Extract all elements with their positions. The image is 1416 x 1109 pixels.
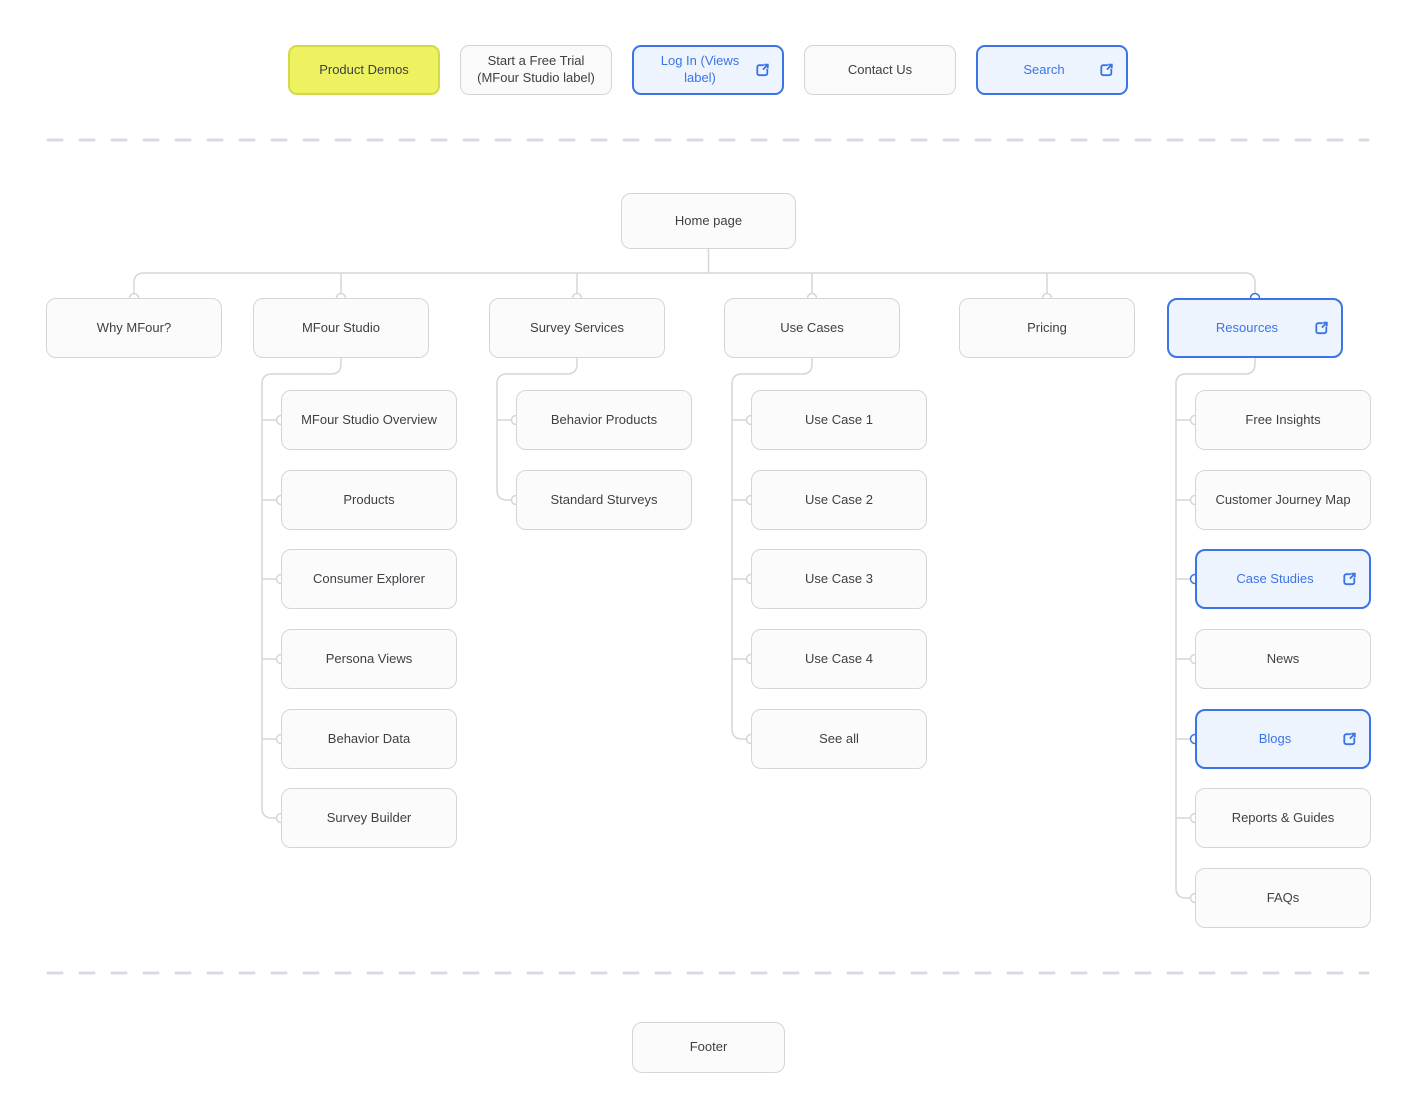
sitemap-node-case-studies-label: Case Studies [1236,570,1314,586]
sitemap-node-survey-services-label: Survey Services [530,319,624,335]
toolbar-button-contact-us[interactable]: Contact Us [804,45,956,95]
sitemap-node-consumer-explorer[interactable]: Consumer Explorer [281,549,457,609]
sitemap-node-resources[interactable]: Resources [1167,298,1343,358]
sitemap-node-products-label: Products [343,491,395,507]
sitemap-node-home-label: Home page [674,212,743,228]
sitemap-node-survey-builder[interactable]: Survey Builder [281,788,457,848]
sitemap-node-use-case-3-label: Use Case 3 [805,570,873,586]
sitemap-node-faqs-label: FAQs [1266,889,1300,905]
sitemap-node-persona-views-label: Persona Views [325,650,413,666]
sitemap-node-use-case-4[interactable]: Use Case 4 [751,629,927,689]
sitemap-node-mfour-studio-overview-label: MFour Studio Overview [301,411,437,427]
sitemap-node-products[interactable]: Products [281,470,457,530]
sitemap-node-use-case-2[interactable]: Use Case 2 [751,470,927,530]
toolbar-button-search[interactable]: Search [976,45,1128,95]
toolbar-button-product-demos[interactable]: Product Demos [288,45,440,95]
sitemap-node-pricing[interactable]: Pricing [959,298,1135,358]
sitemap-node-pricing-label: Pricing [1027,319,1067,335]
sitemap-node-home[interactable]: Home page [621,193,796,249]
sitemap-node-mfour-studio[interactable]: MFour Studio [253,298,429,358]
toolbar-button-start-free-trial[interactable]: Start a Free Trial (MFour Studio label) [460,45,612,95]
sitemap-node-free-insights-label: Free Insights [1245,411,1321,427]
sitemap-node-customer-journey-map-label: Customer Journey Map [1215,491,1351,507]
sitemap-node-reports-guides-label: Reports & Guides [1231,809,1335,825]
sitemap-node-footer-label: Footer [689,1039,728,1055]
external-link-icon [1314,321,1329,336]
sitemap-node-behavior-products[interactable]: Behavior Products [516,390,692,450]
toolbar-button-log-in[interactable]: Log In (Views label) [632,45,784,95]
sitemap-node-case-studies[interactable]: Case Studies [1195,549,1371,609]
sitemap-node-see-all-label: See all [819,730,859,746]
external-link-icon [755,63,770,78]
sitemap-node-use-case-2-label: Use Case 2 [805,491,873,507]
sitemap-node-faqs[interactable]: FAQs [1195,868,1371,928]
sitemap-node-blogs[interactable]: Blogs [1195,709,1371,769]
sitemap-node-why-mfour[interactable]: Why MFour? [46,298,222,358]
sitemap-node-persona-views[interactable]: Persona Views [281,629,457,689]
sitemap-node-consumer-explorer-label: Consumer Explorer [313,570,425,586]
toolbar-button-start-free-trial-label: Start a Free Trial (MFour Studio label) [477,53,595,85]
sitemap-node-footer[interactable]: Footer [632,1022,785,1073]
sitemap-node-news-label: News [1266,650,1300,666]
sitemap-node-standard-sturveys[interactable]: Standard Sturveys [516,470,692,530]
sitemap-node-behavior-data-label: Behavior Data [327,730,411,746]
sitemap-node-behavior-data[interactable]: Behavior Data [281,709,457,769]
external-link-icon [1099,63,1114,78]
sitemap-node-resources-label: Resources [1215,319,1279,335]
sitemap-node-free-insights[interactable]: Free Insights [1195,390,1371,450]
toolbar-button-contact-us-label: Contact Us [847,61,913,77]
sitemap-node-use-cases[interactable]: Use Cases [724,298,900,358]
sitemap-node-mfour-studio-label: MFour Studio [301,319,381,335]
sitemap-node-use-cases-label: Use Cases [780,319,844,335]
sitemap-node-use-case-1[interactable]: Use Case 1 [751,390,927,450]
sitemap-node-news[interactable]: News [1195,629,1371,689]
sitemap-node-survey-builder-label: Survey Builder [326,809,412,825]
sitemap-node-use-case-3[interactable]: Use Case 3 [751,549,927,609]
sitemap-node-reports-guides[interactable]: Reports & Guides [1195,788,1371,848]
sitemap-node-survey-services[interactable]: Survey Services [489,298,665,358]
toolbar-button-log-in-label: Log In (Views label) [660,53,740,85]
sitemap-node-standard-sturveys-label: Standard Sturveys [550,491,658,507]
sitemap-node-behavior-products-label: Behavior Products [550,411,658,427]
sitemap-node-use-case-4-label: Use Case 4 [805,650,873,666]
external-link-icon [1342,732,1357,747]
toolbar-button-search-label: Search [1023,61,1065,77]
sitemap-node-see-all[interactable]: See all [751,709,927,769]
toolbar-button-product-demos-label: Product Demos [319,61,409,77]
sitemap-node-customer-journey-map[interactable]: Customer Journey Map [1195,470,1371,530]
sitemap-node-why-mfour-label: Why MFour? [96,319,172,335]
external-link-icon [1342,572,1357,587]
sitemap-node-use-case-1-label: Use Case 1 [805,411,873,427]
sitemap-node-blogs-label: Blogs [1258,730,1292,746]
sitemap-node-mfour-studio-overview[interactable]: MFour Studio Overview [281,390,457,450]
